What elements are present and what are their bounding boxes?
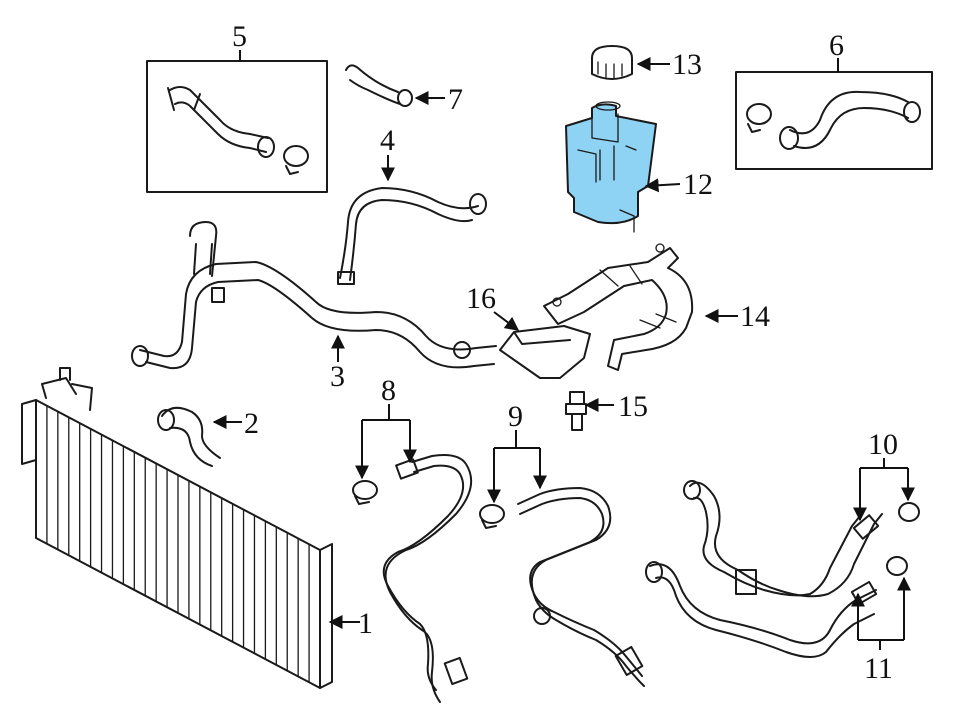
part-5-group <box>146 60 328 193</box>
part-6-group <box>735 71 933 170</box>
callout-14: 14 <box>740 300 770 333</box>
part-2-hose <box>161 406 221 467</box>
callout-10: 10 <box>868 428 898 461</box>
callout-4: 4 <box>380 124 395 157</box>
part-13-cap <box>591 45 633 80</box>
callout-2: 2 <box>244 407 259 440</box>
callout-16: 16 <box>466 282 496 315</box>
part-3-pipe <box>131 221 497 370</box>
part-16-shield <box>499 325 591 379</box>
part-11-clamp <box>886 556 908 576</box>
callout-7: 7 <box>448 83 463 116</box>
callout-8: 8 <box>381 374 396 407</box>
part-7-hose <box>345 64 401 105</box>
part-10-11-hoses <box>645 480 920 658</box>
part-6-box <box>735 71 933 170</box>
callout-3: 3 <box>330 360 345 393</box>
callout-5: 5 <box>232 20 247 53</box>
callout-15: 15 <box>618 390 648 423</box>
callout-6: 6 <box>829 29 844 62</box>
callout-9: 9 <box>508 400 523 433</box>
leader-lines <box>212 50 915 650</box>
part-6-clamp <box>746 103 772 125</box>
part-5-clamp <box>283 145 309 167</box>
callout-11: 11 <box>864 652 893 685</box>
part-8-clamp <box>352 480 378 500</box>
callout-13: 13 <box>672 48 702 81</box>
part-9-hose <box>479 487 645 687</box>
part-9-clamp <box>479 504 505 524</box>
part-15-sensor <box>565 391 587 431</box>
callout-1: 1 <box>358 607 373 640</box>
part-8-hose <box>352 454 473 703</box>
part-14-bracket <box>543 243 694 371</box>
part-6-hose <box>789 90 909 135</box>
part-1-radiator <box>21 367 333 689</box>
part-12-reservoir <box>565 101 657 233</box>
callout-12: 12 <box>683 168 713 201</box>
part-5-pipe <box>169 86 269 139</box>
part-4-hose <box>339 187 479 281</box>
part-5-box <box>146 60 328 193</box>
callouts: 1 2 3 4 5 6 7 8 9 10 11 12 13 14 15 16 <box>232 20 898 685</box>
part-10-clamp <box>898 502 920 522</box>
